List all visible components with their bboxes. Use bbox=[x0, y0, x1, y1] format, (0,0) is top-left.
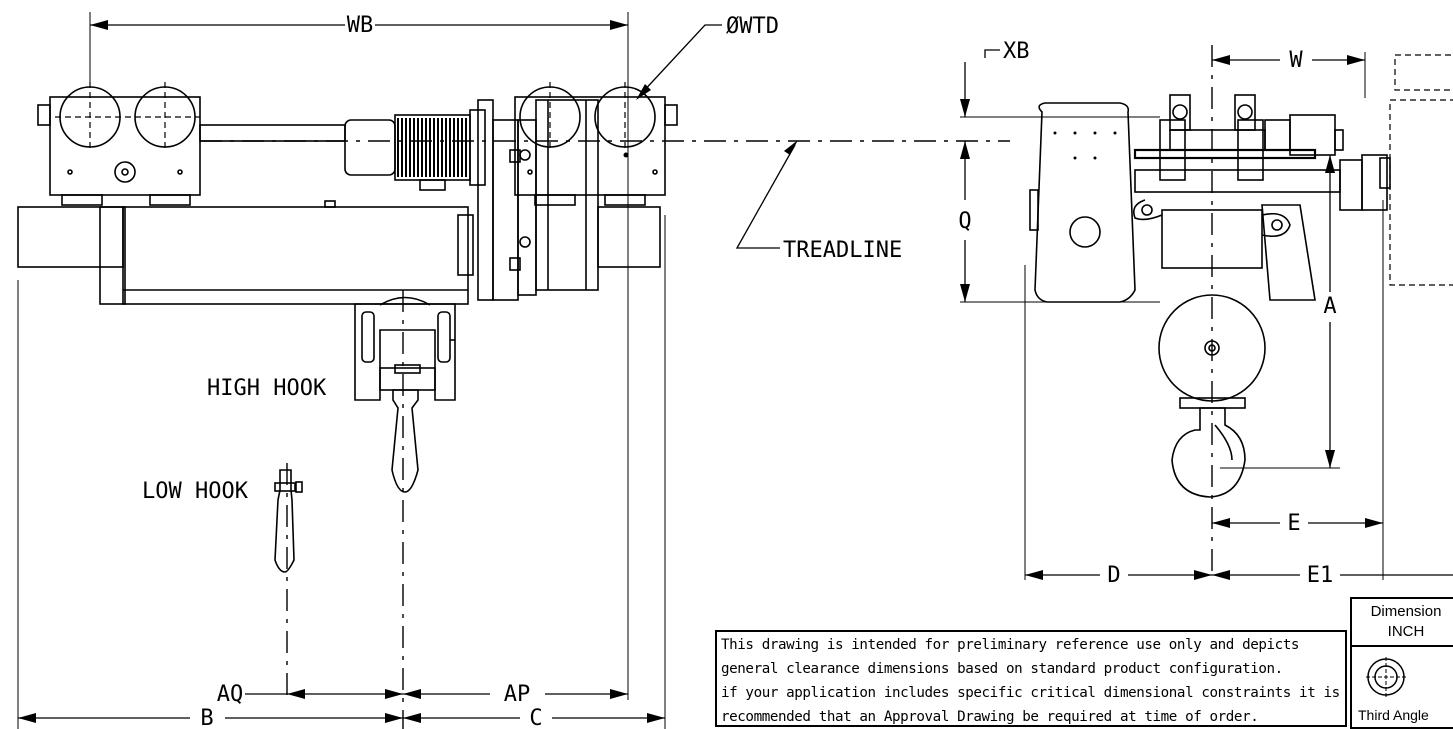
projection-label: Third Angle bbox=[1358, 707, 1429, 723]
end-view-hook bbox=[1171, 407, 1246, 498]
units-cell: Dimension INCH bbox=[1352, 599, 1453, 647]
third-angle-projection-icon bbox=[1366, 657, 1406, 697]
note-line-3: if your application includes specific cr… bbox=[721, 685, 1340, 701]
label-c: C bbox=[529, 706, 542, 729]
left-end-truck bbox=[49, 96, 201, 196]
note-line-1: This drawing is intended for preliminary… bbox=[721, 637, 1300, 653]
label-e1: E1 bbox=[1307, 563, 1334, 588]
left-bumper bbox=[17, 206, 124, 268]
note-line-4: recommended that an Approval Drawing be … bbox=[721, 709, 1259, 725]
label-high-hook: HIGH HOOK bbox=[207, 376, 327, 401]
label-b: B bbox=[200, 706, 213, 729]
title-block: Dimension INCH Third Angle bbox=[1350, 597, 1453, 729]
units-line2: INCH bbox=[1387, 623, 1425, 640]
label-low-hook: LOW HOOK bbox=[142, 479, 249, 504]
label-ap: AP bbox=[504, 682, 531, 707]
hook-block bbox=[354, 303, 456, 401]
label-treadline: TREADLINE bbox=[783, 238, 902, 263]
label-wtd: ØWTD bbox=[726, 14, 779, 39]
label-q: Q bbox=[958, 209, 971, 234]
label-w: W bbox=[1289, 48, 1303, 73]
label-aq: AQ bbox=[217, 682, 244, 707]
dimension-labels: WB ØWTD XB W Q TREADLINE A HIGH HOOK LOW… bbox=[142, 13, 1337, 729]
right-end-truck bbox=[514, 96, 666, 196]
end-view bbox=[960, 45, 1453, 580]
label-d: D bbox=[1107, 563, 1120, 588]
trolley-motor bbox=[344, 119, 396, 176]
side-view bbox=[17, 12, 1010, 729]
low-hook bbox=[274, 469, 295, 573]
note-line-2: general clearance dimensions based on st… bbox=[721, 661, 1283, 677]
high-hook bbox=[391, 389, 419, 493]
label-xb: XB bbox=[1003, 39, 1030, 64]
label-a: A bbox=[1323, 294, 1336, 319]
hoist-body bbox=[1034, 102, 1136, 303]
units-line1: Dimension bbox=[1370, 603, 1442, 620]
label-e: E bbox=[1287, 511, 1300, 536]
drum-housing bbox=[122, 206, 469, 305]
label-wb: WB bbox=[347, 13, 374, 38]
disclaimer-note: This drawing is intended for preliminary… bbox=[715, 630, 1347, 727]
